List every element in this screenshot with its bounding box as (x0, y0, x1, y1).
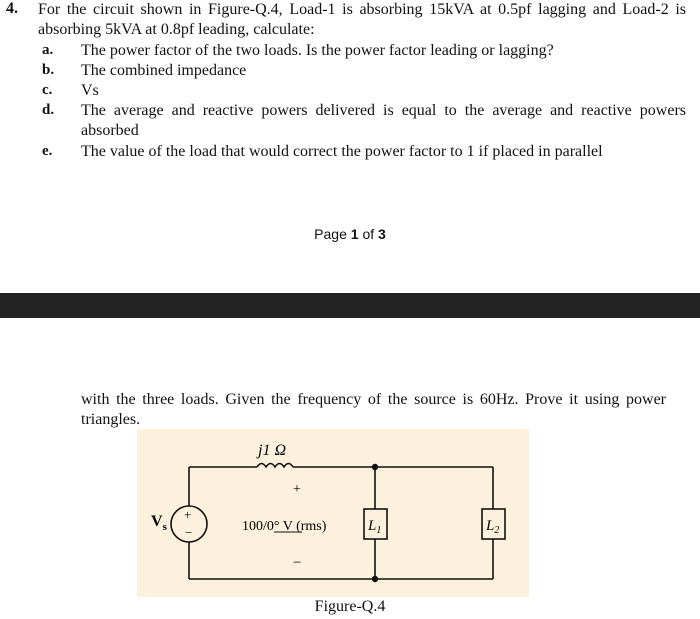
item-b-label: b. (42, 62, 55, 78)
load1-label: L1 (367, 518, 381, 536)
item-c-label: c. (42, 82, 53, 98)
node-bottom (371, 575, 379, 583)
item-e-label: e. (42, 143, 53, 159)
voltage-plus: + (293, 482, 301, 497)
source-minus: − (185, 525, 192, 540)
page-current: 1 (350, 226, 359, 242)
page-1: 4. For the circuit shown in Figure-Q.4, … (0, 0, 700, 292)
page-2: with the three loads. Given the frequenc… (0, 318, 700, 619)
item-e-text: The value of the load that would correct… (81, 143, 603, 160)
page-footer: Page 1 of 3 (0, 226, 700, 242)
circuit-diagram: j1 Ω + − Vs + 100/0° V (rms) − L1 L2 (151, 442, 506, 583)
source-plus: + (184, 507, 191, 522)
page-of: of (362, 226, 375, 242)
voltage-label: 100/0° V (rms) (242, 519, 327, 534)
item-a-text: The power factor of the two loads. Is th… (81, 42, 554, 59)
circuit-figure: j1 Ω + − Vs + 100/0° V (rms) − L1 L2 (137, 429, 529, 597)
question-stem: For the circuit shown in Figure-Q.4, Loa… (38, 1, 686, 38)
item-c-text: Vs (81, 82, 99, 99)
inductor-coil (256, 462, 294, 469)
figure-caption: Figure-Q.4 (314, 598, 386, 615)
voltage-minus: − (293, 555, 301, 571)
inductor-label: j1 Ω (256, 442, 286, 459)
item-d-text: The average and reactive powers delivere… (81, 102, 686, 139)
item-d-label: d. (42, 102, 55, 118)
source-label: Vs (151, 513, 168, 533)
page-word: Page (314, 226, 347, 242)
page-divider (0, 293, 700, 318)
item-b-text: The combined impedance (81, 62, 247, 79)
question-continuation: with the three loads. Given the frequenc… (81, 391, 666, 428)
item-a-label: a. (42, 42, 54, 58)
question-number: 4. (6, 0, 18, 17)
node-top (371, 463, 379, 471)
page-total: 3 (378, 226, 386, 242)
load2-label: L2 (485, 518, 499, 536)
